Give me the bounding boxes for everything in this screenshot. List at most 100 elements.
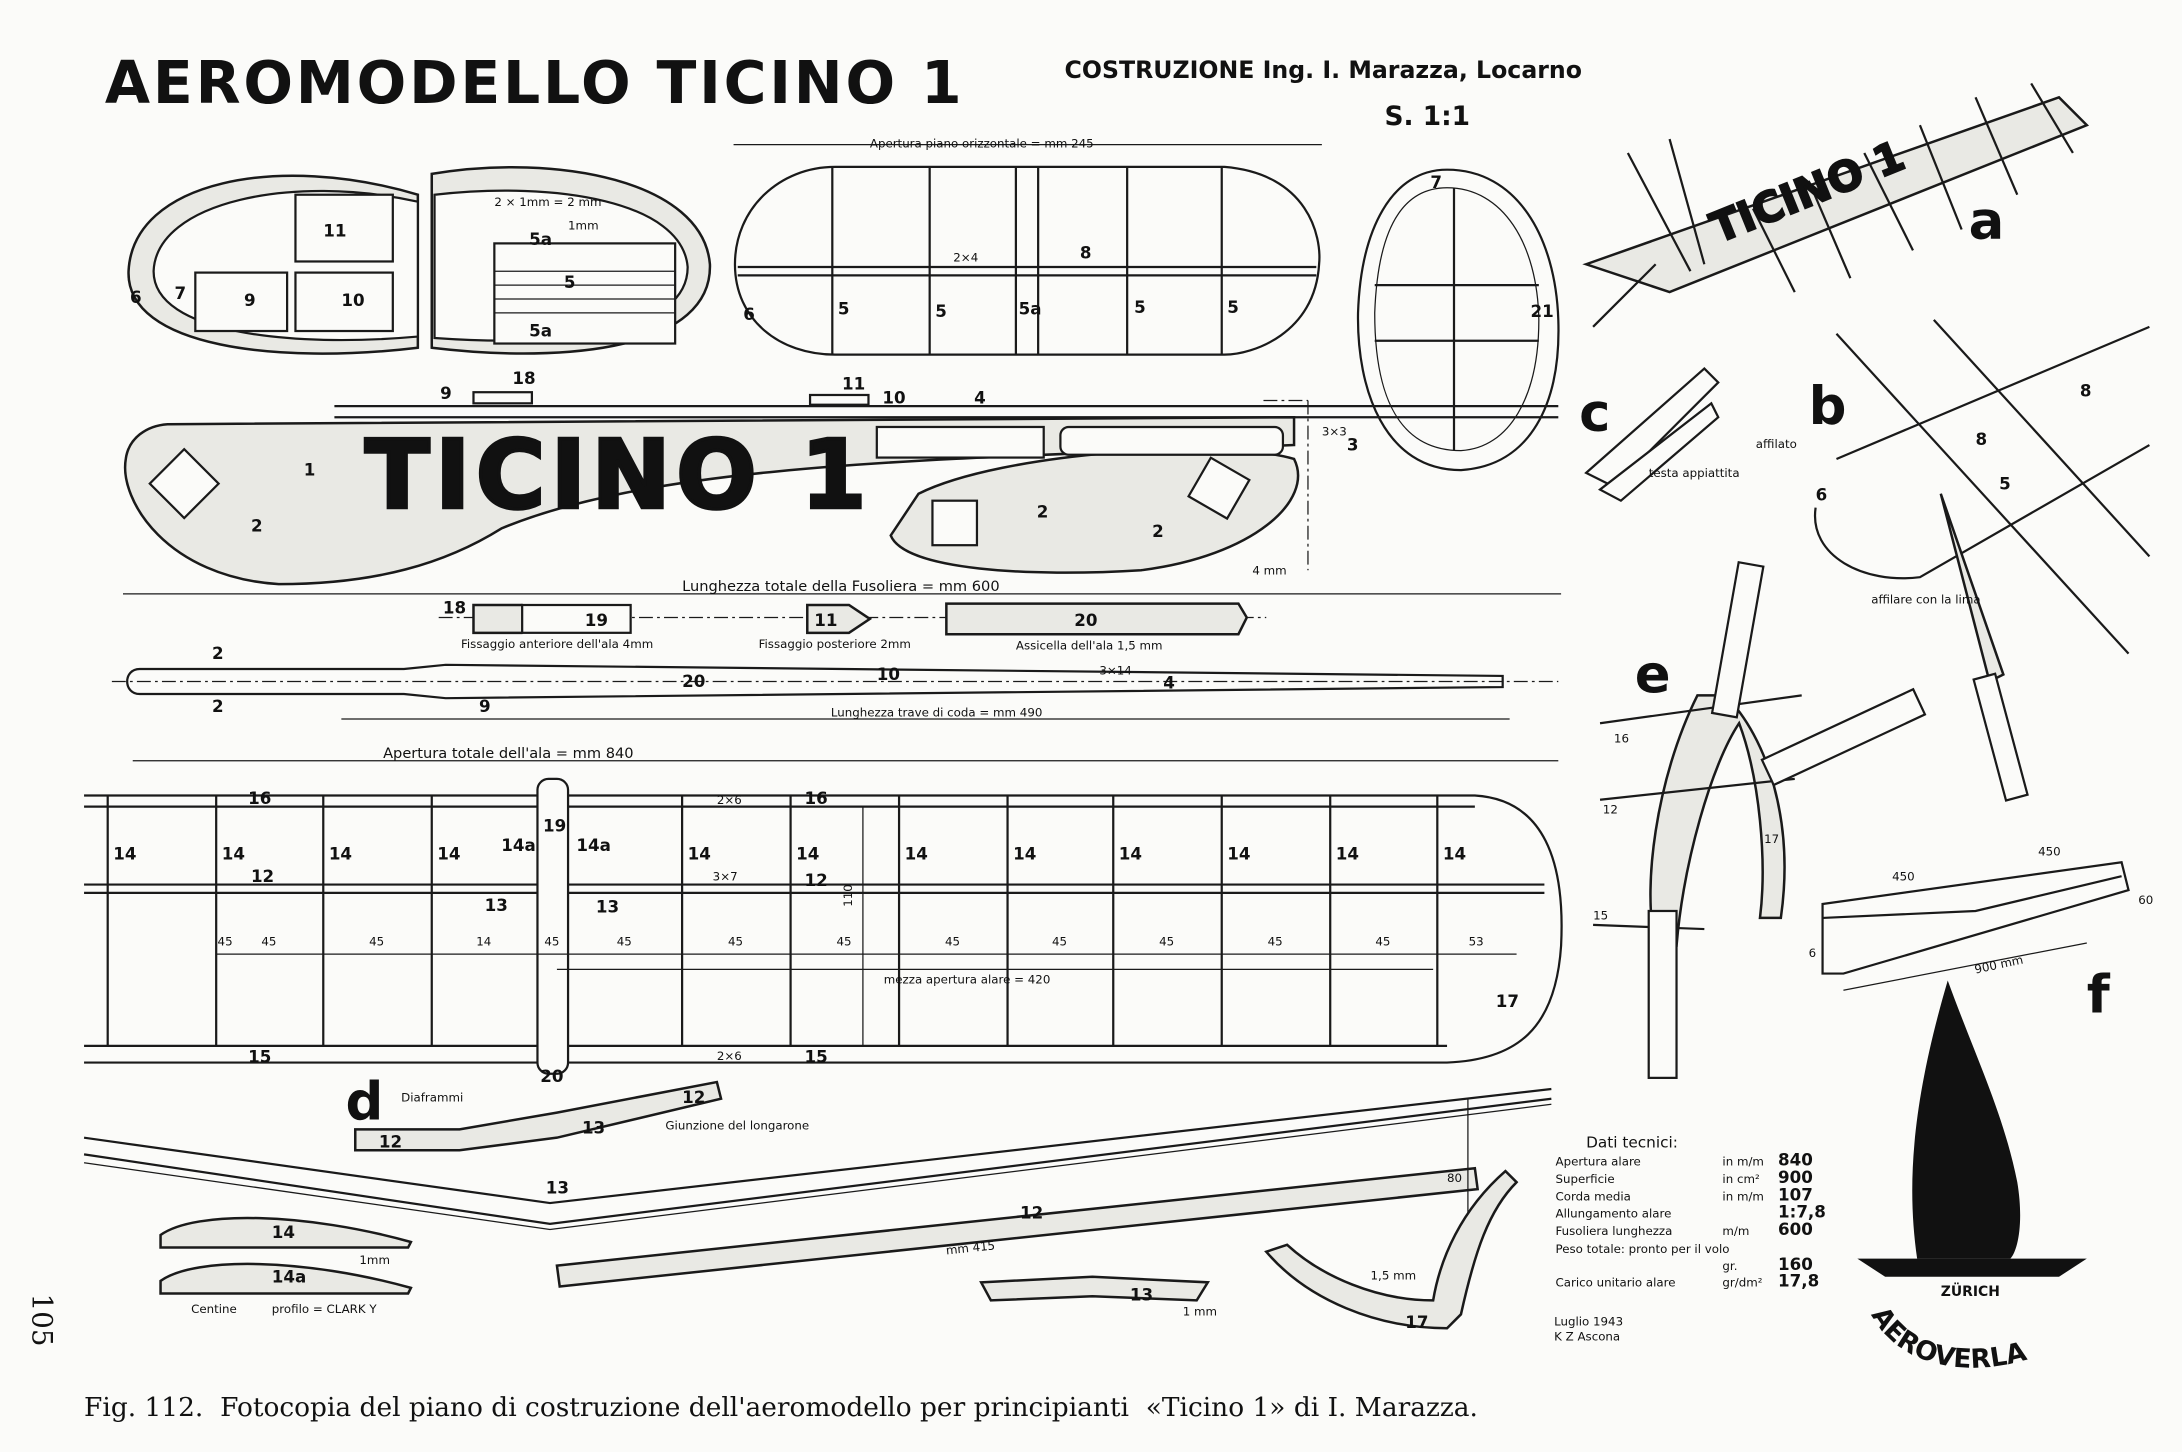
part-label: 5 (1134, 298, 1146, 317)
rib-label: 14a (576, 836, 610, 855)
fuselage-lettering: TICINO 1 (365, 421, 872, 531)
part-label: 18 (512, 369, 535, 388)
part-label: 11 (814, 611, 837, 630)
rib-label: 14 (329, 845, 352, 864)
tech-data-unit: gr. (1722, 1259, 1737, 1273)
tech-data-label: Carico unitario alare (1556, 1275, 1676, 1289)
bottom-spar-section: 2×6 (717, 1049, 742, 1063)
thickness-label: 1mm (568, 218, 599, 232)
tech-data-label: Fusoliera lunghezza (1556, 1224, 1673, 1238)
rib-spacing: 45 (1375, 935, 1390, 949)
rib-spacing: 45 (261, 935, 276, 949)
rib-label: 14 (1119, 845, 1142, 864)
rib-spacing: 45 (1159, 935, 1174, 949)
rib-spacing: 45 (1268, 935, 1283, 949)
sketch-letter: c (1579, 383, 1610, 444)
wing-fittings: 18 19 11 20 Fissaggio anteriore dell'ala… (438, 598, 1267, 653)
stab-section: 2×4 (953, 250, 978, 264)
fuselage-side-view: TICINO 1 1 2 2 2 3 4 9 18 11 10 3×3 4 mm… (122, 369, 1562, 595)
rib-label: 14 (272, 1223, 295, 1242)
tech-data-value: 600 (1778, 1220, 1813, 1239)
part-label: 9 (440, 384, 452, 403)
part-label: 11 (323, 221, 346, 240)
vertical-fin: 7 21 (1356, 168, 1560, 472)
beam-section: 3×14 (1099, 664, 1131, 678)
page-number: 105 (26, 1293, 59, 1346)
fuselage-section: 3×3 (1322, 424, 1347, 438)
part-label: 12 (379, 1132, 402, 1151)
rib-label: 14 (796, 845, 819, 864)
rib-label: 14 (1443, 845, 1466, 864)
part-label: 13 (485, 896, 508, 915)
tech-data-value: 17,8 (1778, 1271, 1819, 1290)
part-label: 5 (1999, 475, 2011, 494)
part-label: 18 (443, 598, 466, 617)
plan-date: Luglio 1943 (1554, 1314, 1623, 1328)
part-label: 8 (1976, 430, 1988, 449)
rib-spacing: 45 (1052, 935, 1067, 949)
tech-data-unit: gr/dm² (1722, 1275, 1762, 1289)
mid-spar-section: 3×7 (713, 869, 738, 883)
part-label: 10 (877, 665, 900, 684)
part-label: 10 (341, 291, 364, 310)
part-label: 5a (529, 322, 552, 341)
part-label: 21 (1530, 302, 1553, 321)
diaphragm-label: Diaframmi (401, 1091, 463, 1105)
part-label: 1 (304, 461, 316, 480)
detail-d-spar-joint: d Diaframmi Giunzione del longarone 12 1… (346, 1072, 809, 1152)
jig-dim: 900 mm (1973, 953, 2024, 977)
rib-profiles: 14 14a 1mm Centine profilo = CLARK Y (159, 1216, 413, 1316)
tech-data-value: 900 (1778, 1168, 1813, 1187)
part-label: 7 (174, 284, 186, 303)
logo-city: ZÜRICH (1941, 1282, 2000, 1300)
file-label: affilare con la lima (1871, 593, 1980, 607)
part-label: 17 (1405, 1313, 1428, 1332)
jig-dim: 450 (2038, 844, 2061, 858)
designer-credit: COSTRUZIONE Ing. I. Marazza, Locarno (1065, 56, 1582, 84)
tech-data-unit: in m/m (1722, 1154, 1764, 1168)
wing-plan-view: Apertura totale dell'ala = mm 840 14 45 14… (84, 745, 1563, 1086)
half-span-label: mezza apertura alare = 420 (884, 972, 1051, 986)
part-label: 15 (1593, 908, 1608, 922)
wing-span-label: Apertura totale dell'ala = mm 840 (383, 745, 634, 762)
sketch-b-stabilizer-clamped: b affilato affilare con la lima 6 5 8 8 (1756, 319, 2151, 802)
part-label: 8 (1080, 244, 1092, 263)
part-label: 2 (1037, 502, 1049, 521)
part-label: 4 (1163, 673, 1175, 692)
rib-label: 14 (222, 845, 245, 864)
part-label: 12 (251, 867, 274, 886)
rib-spacing: 45 (617, 935, 632, 949)
part-label: 6 (1816, 486, 1828, 505)
part-label: 13 (546, 1178, 569, 1197)
stabilizer-span-label: Apertura piano orizzontale = mm 245 (870, 136, 1094, 150)
tech-data-label: Allungamento alare (1556, 1207, 1672, 1221)
tech-data-value: 107 (1778, 1185, 1813, 1204)
tail-panel-template: 2 × 1mm = 2 mm 1mm 6 7 9 10 11 5a 5 5a (127, 165, 712, 355)
part-label: 9 (479, 697, 491, 716)
part-label: 20 (540, 1067, 563, 1086)
tail-beam-length-label: Lunghezza trave di coda = mm 490 (831, 705, 1042, 719)
tech-data-title: Dati tecnici: (1586, 1133, 1678, 1151)
clothespin-label: testa appiattita (1649, 466, 1740, 480)
part-label: 13 (1130, 1285, 1153, 1304)
tech-data-value: 1:7,8 (1778, 1203, 1826, 1222)
part-label: 20 (682, 672, 705, 691)
rib-label: 14 (113, 845, 136, 864)
fitting-label: Fissaggio posteriore 2mm (759, 637, 911, 651)
sketch-letter: b (1809, 376, 1847, 437)
spar-length-label: mm 415 (945, 1238, 996, 1257)
jig-dim: 6 (1809, 946, 1817, 960)
part-label: 12 (804, 871, 827, 890)
part-label: 15 (248, 1048, 271, 1067)
rib-thickness: 1mm (359, 1253, 390, 1267)
fitting-label: Assicella dell'ala 1,5 mm (1016, 639, 1163, 653)
rib-label: 14 (905, 845, 928, 864)
tech-data-label: Superficie (1556, 1172, 1615, 1186)
jig-dim: 450 (1892, 869, 1915, 883)
part-label: 6 (130, 288, 142, 307)
part-label: 13 (582, 1119, 605, 1138)
detail-letter: d (346, 1072, 384, 1133)
figure-caption: Fig. 112. Fotocopia del piano di costruz… (84, 1392, 1478, 1423)
tech-data-value: 160 (1778, 1255, 1813, 1274)
sharpened-label: affilato (1756, 437, 1797, 451)
